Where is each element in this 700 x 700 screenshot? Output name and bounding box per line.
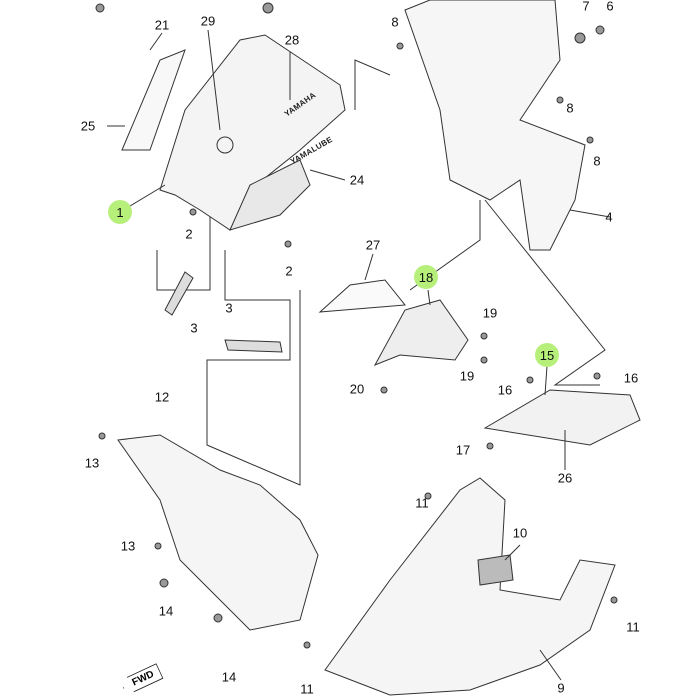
callout-3: 3 (190, 320, 198, 336)
callout-11: 11 (300, 681, 314, 697)
callout-14: 14 (221, 669, 237, 685)
callout-10: 10 (512, 525, 528, 541)
callout-8: 8 (566, 100, 574, 116)
callout-16: 16 (623, 370, 639, 386)
callout-2: 2 (185, 226, 193, 242)
callout-29: 29 (200, 13, 216, 29)
floor-board-part-9 (324, 477, 616, 696)
callout-6: 6 (606, 0, 614, 14)
callout-9: 9 (557, 680, 565, 696)
callout-12: 12 (154, 389, 170, 405)
callout-4: 4 (605, 209, 613, 225)
callout-15-highlighted[interactable]: 15 (535, 343, 559, 367)
cover-part-26 (483, 389, 641, 446)
callout-11: 11 (626, 619, 640, 635)
callout-11: 11 (415, 495, 429, 511)
strip-part-3a (164, 271, 194, 316)
windscreen-part-25 (121, 49, 186, 151)
callout-19: 19 (459, 368, 475, 384)
callout-21: 21 (154, 17, 170, 33)
callout-13: 13 (84, 455, 100, 471)
callout-8: 8 (391, 14, 399, 30)
callout-13: 13 (120, 538, 136, 554)
callout-2: 2 (285, 263, 293, 279)
front-cover-part-1 (159, 34, 346, 231)
callout-19: 19 (482, 305, 498, 321)
callout-24: 24 (349, 172, 365, 188)
callout-18-highlighted[interactable]: 18 (414, 265, 438, 289)
callout-20: 20 (349, 381, 365, 397)
inner-panel-part-4 (404, 0, 586, 251)
callout-16: 16 (497, 382, 513, 398)
callout-7: 7 (582, 0, 590, 14)
callout-17: 17 (455, 442, 471, 458)
callout-1-highlighted[interactable]: 1 (108, 200, 132, 224)
leg-shield-part-12 (117, 434, 319, 631)
part-27 (318, 279, 406, 313)
callout-14: 14 (158, 603, 174, 619)
grommet-part-29 (216, 136, 234, 154)
fasteners (95, 2, 618, 649)
callout-8: 8 (593, 153, 601, 169)
cover-part-18 (373, 299, 469, 366)
callout-28: 28 (284, 32, 300, 48)
callout-25: 25 (80, 118, 96, 134)
callout-26: 26 (557, 470, 573, 486)
callout-27: 27 (365, 237, 381, 253)
pad-part-10 (477, 554, 514, 586)
leader-lines (107, 29, 611, 681)
strip-part-3b (224, 339, 283, 353)
callout-3: 3 (225, 300, 233, 316)
panel-part-24 (229, 159, 311, 231)
